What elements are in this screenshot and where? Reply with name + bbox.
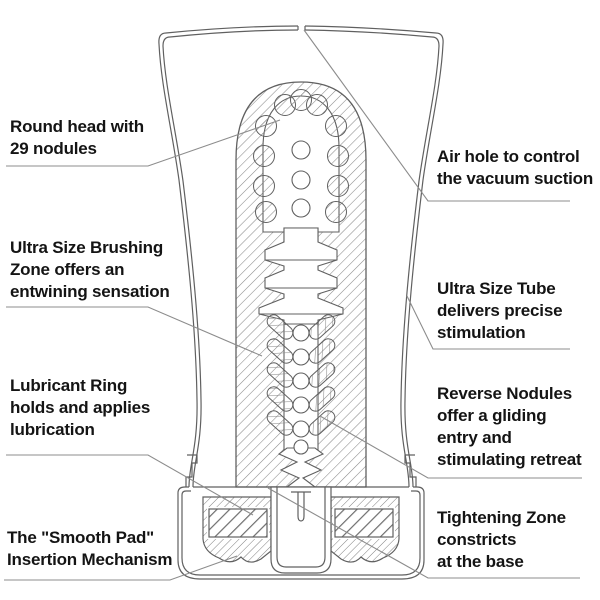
label-line: delivers precise xyxy=(437,301,563,320)
leader-brushing-zone xyxy=(6,306,263,357)
air-hole xyxy=(297,26,306,30)
label-line: constricts xyxy=(437,530,517,549)
label-line: Zone offers an xyxy=(10,260,125,279)
label-line: holds and applies xyxy=(10,398,151,417)
label-smooth-pad: The "Smooth Pad" Insertion Mechanism xyxy=(7,527,172,571)
label-round-head: Round head with 29 nodules xyxy=(10,116,144,160)
smooth-pad-channel xyxy=(270,486,332,574)
label-brushing-zone: Ultra Size Brushing Zone offers an entwi… xyxy=(10,237,170,303)
label-line: stimulation xyxy=(437,323,526,342)
label-ultra-tube: Ultra Size Tube delivers precise stimula… xyxy=(437,278,563,344)
label-line: Ultra Size Brushing xyxy=(10,238,164,257)
label-line: Ultra Size Tube xyxy=(437,279,556,298)
leader-lubricant-ring xyxy=(6,454,254,516)
label-line: at the base xyxy=(437,552,524,571)
leader-air-hole xyxy=(303,29,570,202)
label-line: the vacuum suction xyxy=(437,169,594,188)
leader-ultra-tube xyxy=(406,295,570,350)
label-line: Round head with xyxy=(10,117,144,136)
outer-shell xyxy=(158,25,444,488)
head-nodules-zone xyxy=(253,89,349,223)
label-line: Air hole to control xyxy=(437,147,580,166)
leader-tightening-zone xyxy=(267,487,580,579)
label-line: entry and xyxy=(437,428,512,447)
label-line: offer a gliding xyxy=(437,406,547,425)
leader-round-head xyxy=(6,119,281,167)
label-air-hole: Air hole to control the vacuum suction xyxy=(437,146,593,190)
label-lubricant-ring: Lubricant Ring holds and applies lubrica… xyxy=(10,375,150,441)
channel-circles xyxy=(291,140,311,455)
lubricant-ring xyxy=(207,507,395,539)
label-line: Lubricant Ring xyxy=(10,376,128,395)
base-assembly xyxy=(177,454,425,580)
leader-reverse-nodules xyxy=(319,415,582,479)
label-line: stimulating retreat xyxy=(437,450,582,469)
leader-lines xyxy=(4,29,582,581)
label-reverse-nodules: Reverse Nodules offer a gliding entry an… xyxy=(437,383,582,471)
label-line: entwining sensation xyxy=(10,282,170,301)
label-line: The "Smooth Pad" xyxy=(7,528,155,547)
label-line: Tightening Zone xyxy=(437,508,566,527)
label-tightening-zone: Tightening Zone constricts at the base xyxy=(437,507,566,573)
label-line: Reverse Nodules xyxy=(437,384,572,403)
leader-smooth-pad xyxy=(4,555,238,581)
reverse-nodules-zone xyxy=(266,314,336,436)
label-line: lubrication xyxy=(10,420,95,439)
label-line: Insertion Mechanism xyxy=(7,550,173,569)
label-line: 29 nodules xyxy=(10,139,97,158)
